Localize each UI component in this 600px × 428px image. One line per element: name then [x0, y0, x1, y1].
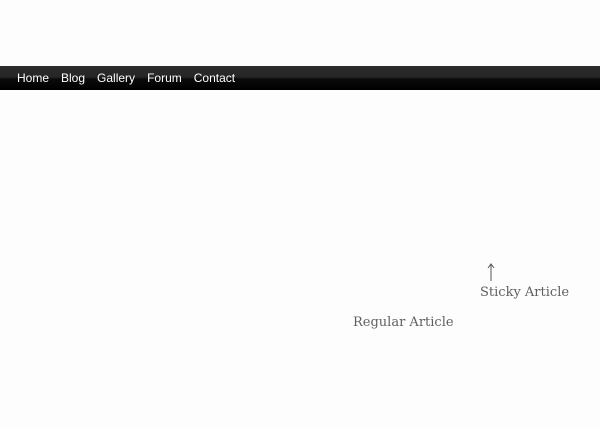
nav-item-blog[interactable]: Blog: [61, 71, 86, 85]
main-nav-bar: Home Blog Gallery Forum Contact: [0, 66, 600, 90]
nav-item-contact[interactable]: Contact: [193, 71, 236, 85]
nav-item-forum[interactable]: Forum: [147, 71, 182, 85]
regular-article-label: Regular Article: [353, 315, 454, 330]
nav-item-gallery[interactable]: Gallery: [97, 71, 136, 85]
nav-item-home[interactable]: Home: [17, 71, 50, 85]
up-arrow-icon: [487, 263, 495, 281]
sticky-article-label: Sticky Article: [480, 285, 570, 300]
